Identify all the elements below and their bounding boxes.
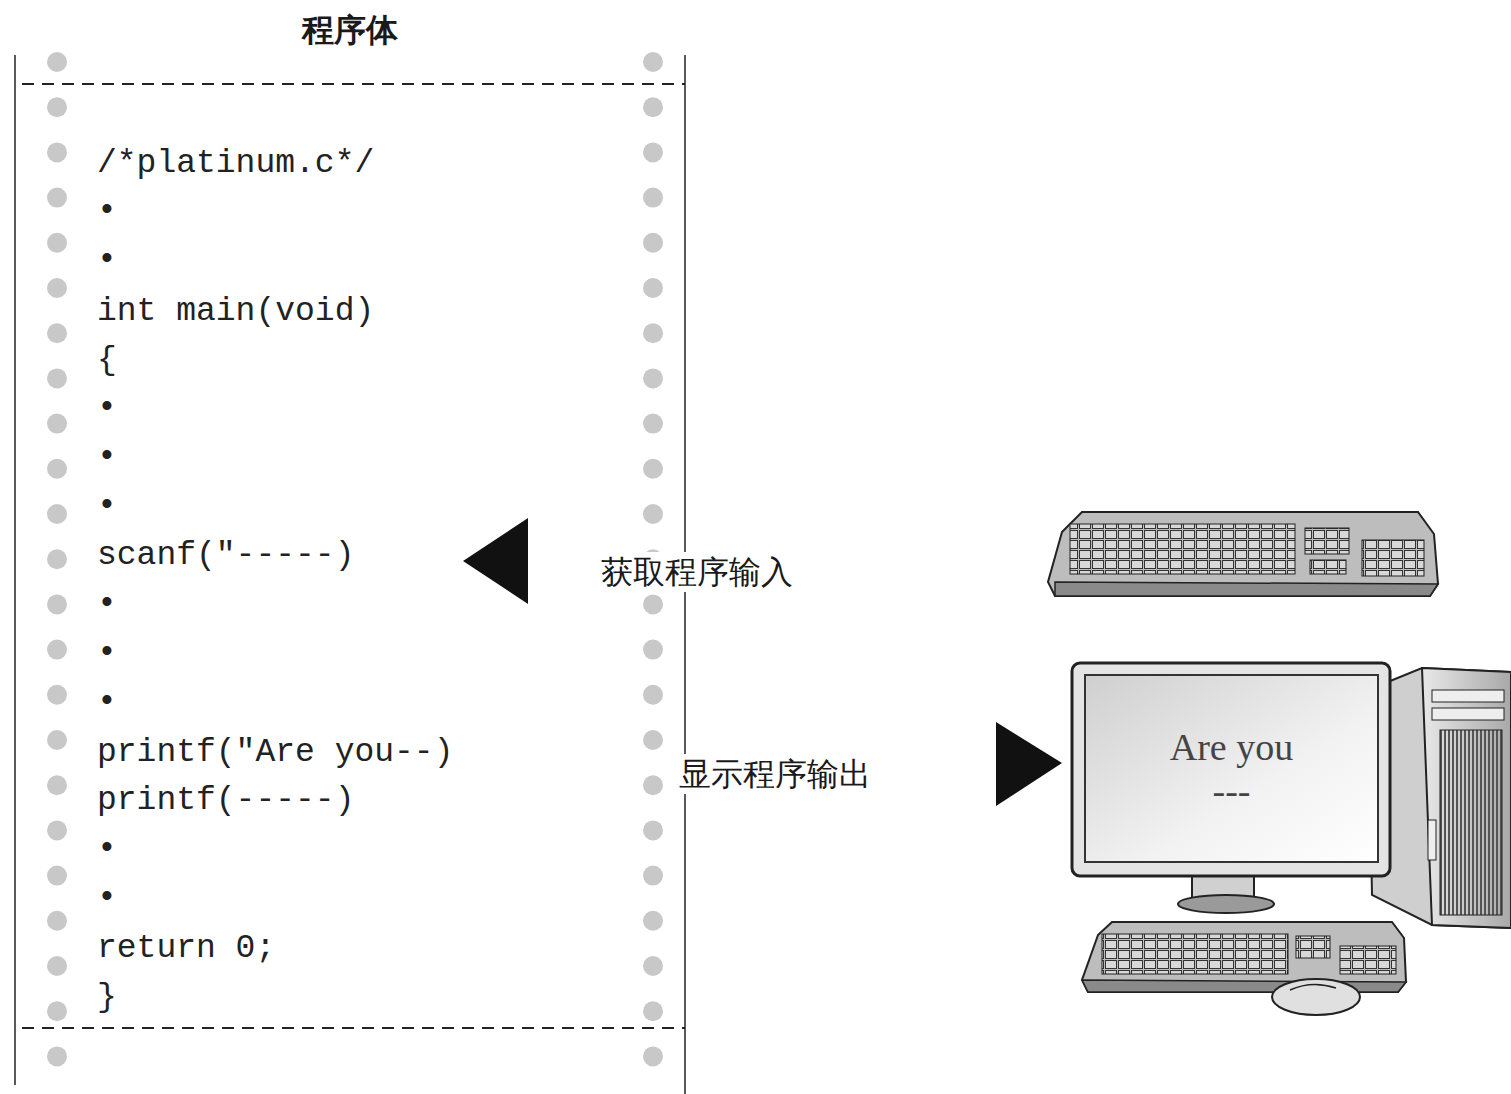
code-line: int main(void) [97, 292, 374, 332]
code-line: • [97, 634, 117, 674]
sprocket-hole [47, 640, 67, 660]
sprocket-hole [47, 97, 67, 117]
keyboard [1082, 922, 1406, 992]
sprocket-hole [643, 685, 663, 705]
screen-text: --- [1213, 769, 1251, 813]
sprocket-hole [643, 278, 663, 298]
sprocket-hole [643, 188, 663, 208]
code-line: • [97, 438, 117, 478]
program-body: 程序体 /*platinum.c*/ • • int main(void) { • • • sca… [15, 0, 685, 1094]
code-line: • [97, 192, 117, 232]
mouse [1272, 979, 1360, 1015]
sprocket-hole [47, 685, 67, 705]
flow-label: 显示程序输出 [677, 754, 873, 794]
sprocket-hole [47, 142, 67, 162]
flow-label: 获取程序输入 [599, 552, 795, 592]
sprocket-hole [643, 1046, 663, 1066]
sprocket-hole [643, 775, 663, 795]
sprocket-hole [47, 911, 67, 931]
sprocket-hole [47, 459, 67, 479]
sprocket-hole [47, 549, 67, 569]
code-line: • [97, 487, 117, 527]
screen-text: Are you [1170, 725, 1293, 769]
sprocket-hole [643, 730, 663, 750]
sprocket-hole [643, 866, 663, 886]
sprocket-hole [643, 52, 663, 72]
sprocket-hole [47, 52, 67, 72]
sprocket-hole [47, 820, 67, 840]
code-line: • [97, 389, 117, 429]
code-line: { [97, 341, 117, 381]
sprocket-hole [643, 594, 663, 614]
sprocket-hole [47, 730, 67, 750]
screen-display: Are you--- [1085, 675, 1378, 862]
code-line: return 0; [97, 929, 275, 969]
sprocket-hole [47, 956, 67, 976]
sprocket-hole [643, 97, 663, 117]
sprocket-hole [643, 640, 663, 660]
code-line: printf("Are you--) [97, 733, 453, 773]
code-line: } [97, 978, 117, 1018]
sprocket-hole [47, 1001, 67, 1021]
sprocket-hole [47, 368, 67, 388]
code-line: scanf("-----) [97, 536, 354, 576]
sprocket-hole [47, 1046, 67, 1066]
sprocket-hole [643, 459, 663, 479]
sprocket-hole [47, 866, 67, 886]
output-arrow [996, 722, 1062, 806]
sprocket-holes [47, 52, 663, 1066]
sprocket-hole [47, 278, 67, 298]
sprocket-hole [643, 233, 663, 253]
code-line: • [97, 830, 117, 870]
sprocket-hole [47, 594, 67, 614]
sprocket-hole [643, 911, 663, 931]
sprocket-hole [643, 414, 663, 434]
sprocket-hole [643, 504, 663, 524]
sprocket-hole [643, 368, 663, 388]
monitor [1072, 663, 1390, 913]
sprocket-hole [47, 323, 67, 343]
code-line: /*platinum.c*/ [97, 144, 374, 184]
paper-sheet [15, 52, 685, 1094]
sprocket-hole [643, 323, 663, 343]
sprocket-hole [47, 504, 67, 524]
sprocket-hole [643, 1001, 663, 1021]
sprocket-hole [47, 188, 67, 208]
panel-title: 程序体 [302, 10, 398, 50]
sprocket-hole [47, 233, 67, 253]
keyboard [1048, 512, 1438, 596]
sprocket-hole [643, 820, 663, 840]
code-line: printf(-----) [97, 781, 354, 821]
sprocket-hole [643, 142, 663, 162]
code-line: • [97, 879, 117, 919]
code-line: • [97, 683, 117, 723]
code-line: • [97, 241, 117, 281]
sprocket-hole [47, 775, 67, 795]
code-line: • [97, 585, 117, 625]
sprocket-hole [47, 414, 67, 434]
sprocket-hole [643, 956, 663, 976]
input-arrow [463, 518, 528, 604]
